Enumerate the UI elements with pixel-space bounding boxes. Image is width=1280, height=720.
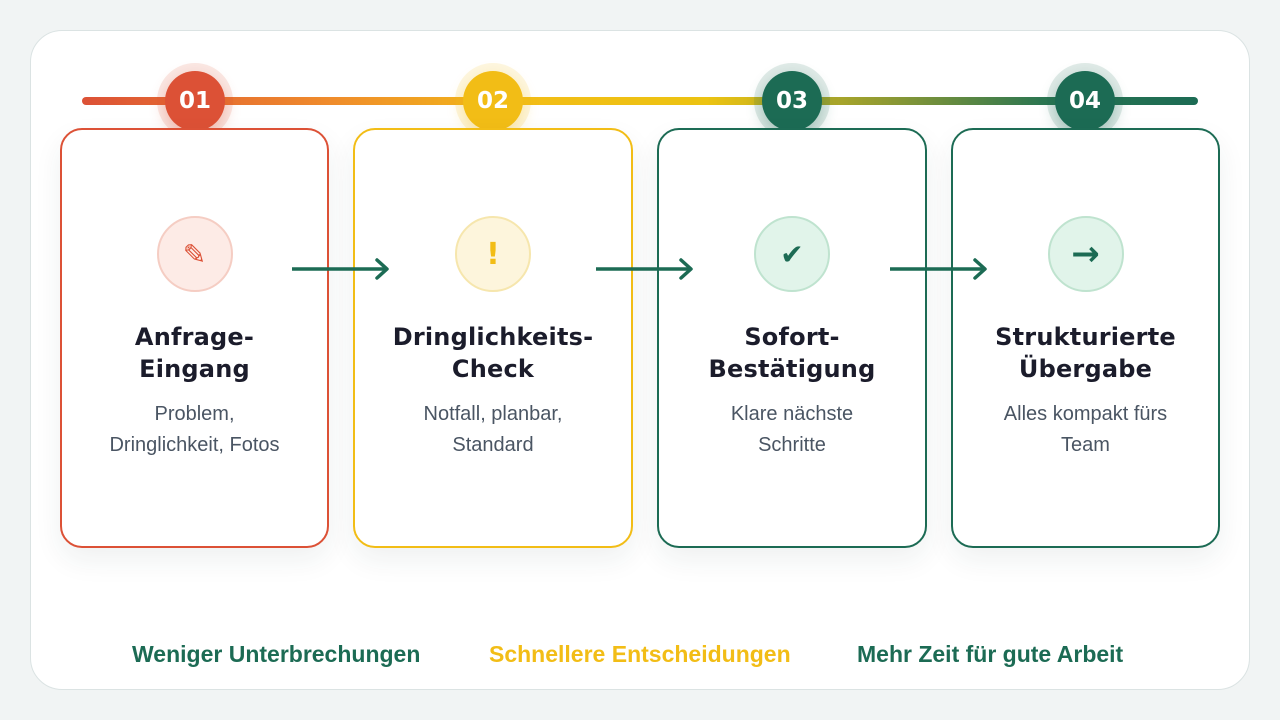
step-title: Anfrage- Eingang: [134, 323, 255, 383]
benefit-fewer-interruptions: Weniger Unterbrechungen: [132, 641, 421, 667]
step-description: Notfall, planbar, Standard: [423, 403, 563, 456]
step-badge-4: 04: [1055, 71, 1115, 131]
step-card-4: → Strukturierte Übergabe Alles kompakt f…: [951, 128, 1220, 548]
step-card-1: ✎ Anfrage- Eingang Problem, Dringlichkei…: [60, 128, 329, 548]
step-description: Klare nächste Schritte: [730, 403, 854, 456]
pencil-icon: ✎: [156, 216, 233, 292]
step-title: Dringlichkeits- Check: [392, 323, 594, 383]
step-description: Problem, Dringlichkeit, Fotos: [109, 403, 280, 456]
connector-arrow-icon: [890, 258, 987, 280]
step-card-3: ✔ Sofort- Bestätigung Klare nächste Schr…: [657, 128, 927, 548]
arrow-right-icon: →: [1047, 216, 1124, 292]
step-badge-3: 03: [762, 71, 822, 131]
step-badge-2: 02: [463, 71, 523, 131]
timeline-bar: [82, 97, 1198, 105]
benefit-more-time: Mehr Zeit für gute Arbeit: [857, 641, 1124, 667]
step-badge-1: 01: [165, 71, 225, 131]
connector-arrow-icon: [596, 258, 693, 280]
connector-arrow-icon: [292, 258, 389, 280]
benefit-faster-decisions: Schnellere Entscheidungen: [489, 641, 791, 667]
step-card-2: ! Dringlichkeits- Check Notfall, planbar…: [353, 128, 633, 548]
step-description: Alles kompakt fürs Team: [1003, 403, 1168, 456]
step-title: Sofort- Bestätigung: [708, 323, 876, 383]
checkmark-icon: ✔: [754, 216, 830, 292]
exclamation-icon: !: [455, 216, 531, 292]
step-title: Strukturierte Übergabe: [995, 323, 1176, 383]
